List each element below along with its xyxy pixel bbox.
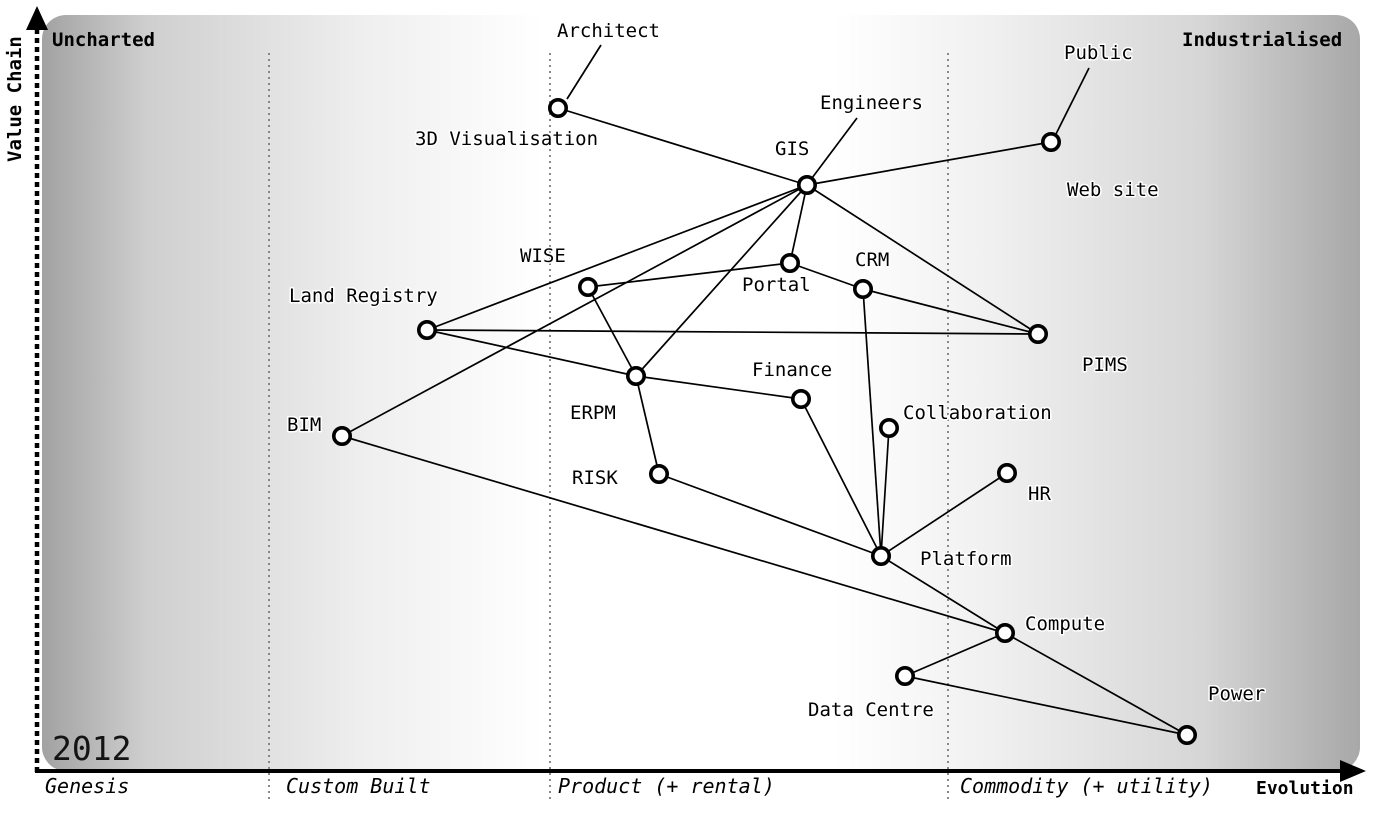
evolution-stage-labels: Genesis Custom Built Product (+ rental) Com… (45, 774, 1213, 798)
edge-portal-wise (587, 262, 791, 288)
edge-bim-compute (341, 435, 1006, 634)
label-platform: Platform (920, 548, 1012, 570)
edge-crm-pims (862, 288, 1039, 335)
node-power (1177, 724, 1198, 745)
label-risk: RISK (572, 467, 618, 489)
stage-label-1: Custom Built (286, 774, 431, 798)
anchor-label-architect: Architect (557, 20, 660, 42)
node-bim (331, 425, 352, 446)
label-compute: Compute (1025, 613, 1105, 635)
node-land_registry (416, 319, 437, 340)
corner-label-uncharted: Uncharted (52, 29, 155, 51)
anchor-line-engineers (811, 117, 858, 179)
edge-gis-pims (806, 184, 1039, 335)
stage-label-3: Commodity (+ utility) (960, 774, 1213, 798)
label-gis: GIS (775, 138, 809, 160)
edge-collaboration-platform (880, 427, 890, 557)
node-finance (790, 388, 811, 409)
node-gis (796, 175, 817, 196)
edge-land_registry-pims (426, 329, 1039, 335)
label-collaboration: Collaboration (903, 402, 1052, 424)
label-land_registry: Land Registry (289, 285, 438, 307)
node-erpm (625, 365, 646, 386)
edge-compute-power (1004, 632, 1188, 736)
node-pims (1028, 323, 1049, 344)
label-hr: HR (1028, 483, 1051, 505)
anchor-line-architect (566, 44, 602, 100)
node-crm (852, 278, 873, 299)
node-platform (870, 545, 891, 566)
node-data_centre (894, 665, 915, 686)
edge-erpm-finance (635, 375, 802, 400)
label-portal: Portal (742, 274, 811, 296)
node-wise (577, 276, 598, 297)
year-label: 2012 (52, 729, 131, 768)
x-axis-title: Evolution (1256, 778, 1354, 799)
edge-gis-land_registry (426, 184, 808, 331)
edge-gis-erpm (635, 184, 808, 377)
node-portal (779, 253, 800, 274)
anchor-line-public (1055, 67, 1090, 135)
label-wise: WISE (520, 245, 566, 267)
node-collaboration (878, 417, 899, 438)
map-background-panel (42, 15, 1360, 771)
label-erpm: ERPM (570, 402, 616, 424)
label-web_site: Web site (1067, 179, 1159, 201)
axes: Value Chain Uncharted Industrialised Evo… (4, 6, 1366, 799)
dependency-edges (341, 107, 1188, 736)
edge-finance-platform (800, 398, 882, 557)
edge-risk-platform (658, 473, 882, 557)
anchor-lines (566, 44, 1090, 179)
y-axis-arrow-icon (26, 6, 48, 30)
node-web_site (1041, 132, 1062, 153)
label-3d_vis: 3D Visualisation (415, 128, 598, 150)
edge-platform-compute (880, 555, 1006, 634)
edge-data_centre-power (904, 675, 1188, 736)
edge-land_registry-erpm (426, 329, 637, 377)
edge-3d_vis-gis (557, 107, 808, 186)
edge-portal-crm (789, 262, 864, 290)
stage-label-2: Product (+ rental) (558, 774, 775, 798)
edge-compute-data_centre (904, 632, 1006, 677)
label-bim: BIM (287, 414, 321, 436)
edge-erpm-risk (635, 375, 660, 475)
edge-gis-portal (789, 184, 808, 264)
label-power: Power (1208, 683, 1265, 705)
edge-gis-bim (341, 184, 808, 437)
node-risk (648, 463, 669, 484)
edge-gis-web_site (806, 141, 1052, 186)
x-axis-arrow-icon (1340, 760, 1366, 782)
edge-crm-platform (862, 288, 882, 557)
label-data_centre: Data Centre (808, 699, 934, 721)
anchor-label-public: Public (1064, 42, 1133, 64)
node-3d_vis (547, 98, 568, 119)
label-finance: Finance (752, 359, 832, 381)
node-compute (994, 622, 1015, 643)
component-nodes (331, 98, 1198, 745)
corner-label-industrialised: Industrialised (1182, 29, 1342, 51)
label-crm: CRM (855, 249, 889, 271)
y-axis-title: Value Chain (4, 36, 26, 162)
node-hr (996, 462, 1017, 483)
stage-boundaries (268, 53, 949, 801)
stage-label-0: Genesis (45, 774, 129, 798)
label-pims: PIMS (1082, 354, 1128, 376)
edge-hr-platform (880, 472, 1008, 557)
anchor-label-engineers: Engineers (820, 92, 923, 114)
